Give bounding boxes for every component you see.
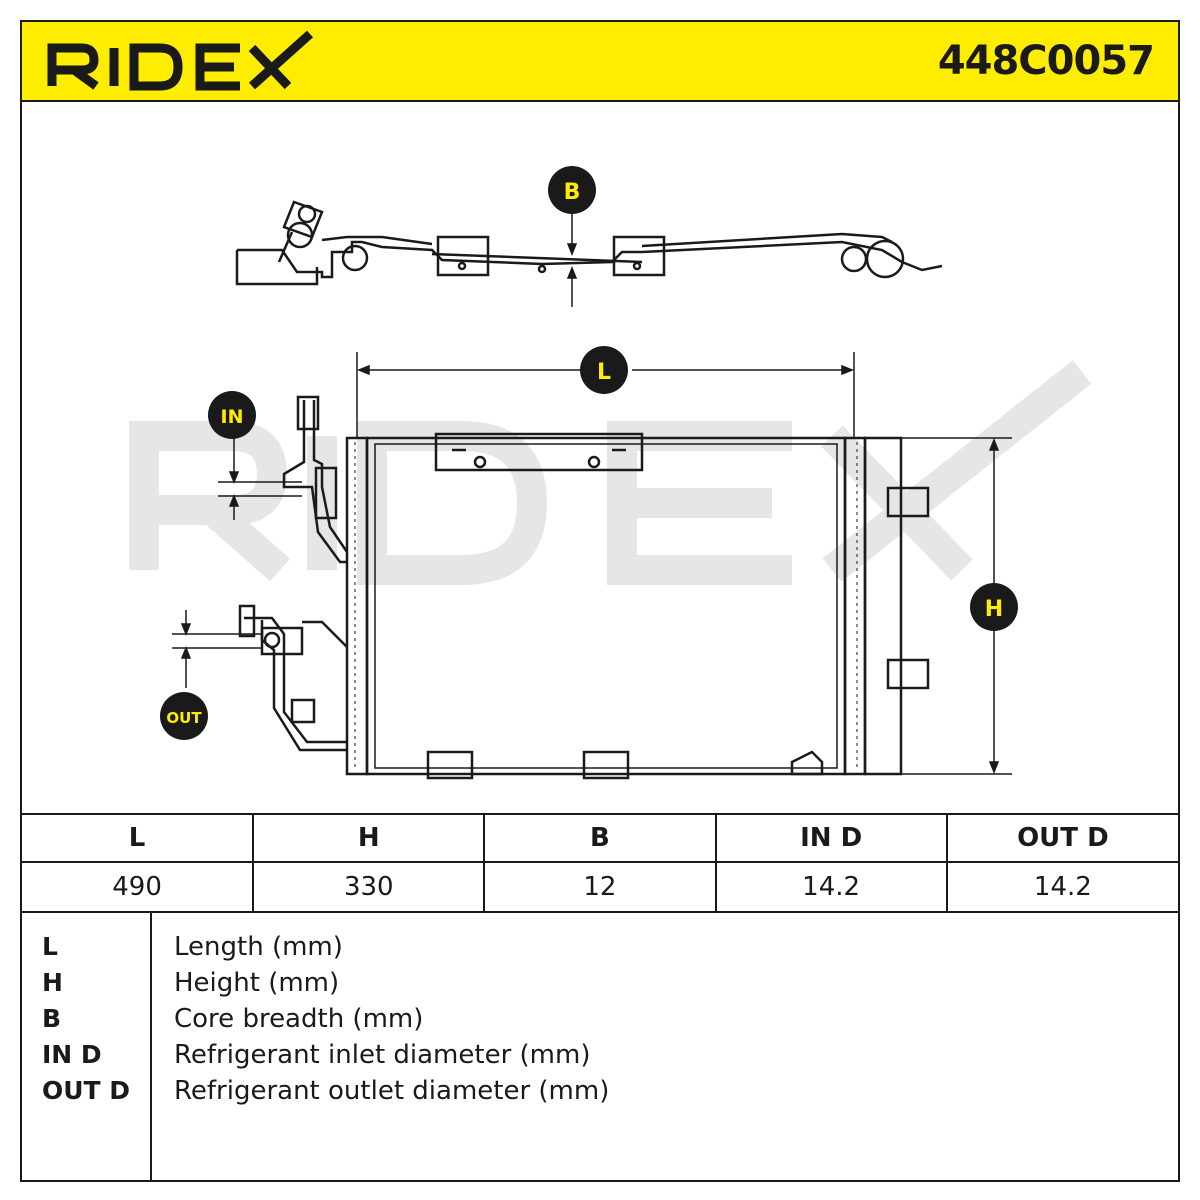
spec-table-value-row: 490 330 12 14.2 14.2	[22, 861, 1178, 913]
spec-header-in-d: IN D	[714, 813, 948, 863]
dimension-b	[566, 210, 578, 307]
label-in-marker	[208, 391, 256, 439]
ridex-logo	[47, 30, 314, 91]
legend-key: H	[42, 968, 63, 997]
header-bar: 448C0057	[22, 22, 1178, 102]
technical-drawing: B	[22, 102, 1178, 812]
label-in: IN	[221, 406, 244, 428]
dimension-h	[902, 437, 1012, 775]
legend-description: Refrigerant outlet diameter (mm)	[174, 1076, 610, 1106]
spec-value-l: 490	[22, 861, 255, 913]
label-l: L	[597, 360, 611, 385]
label-h-marker	[970, 583, 1018, 631]
legend-row: H Height (mm)	[22, 968, 1178, 1004]
legend-divider	[150, 912, 152, 1182]
legend-key: OUT D	[42, 1076, 131, 1105]
dimension-l	[356, 352, 855, 438]
spec-header-h: H	[252, 813, 486, 863]
label-out-marker	[160, 692, 208, 740]
spec-header-l: L	[22, 813, 255, 863]
dimension-out	[172, 610, 262, 688]
legend-row: B Core breadth (mm)	[22, 1004, 1178, 1040]
legend-key: B	[42, 1004, 62, 1033]
label-l-marker	[580, 346, 628, 394]
spec-table: L H B IN D OUT D 490 330 12 14.2 14.2	[22, 813, 1178, 913]
datasheet-frame: 448C0057	[20, 20, 1180, 1182]
spec-value-b: 12	[483, 861, 717, 913]
spec-value-h: 330	[252, 861, 486, 913]
front-view	[238, 395, 930, 780]
label-b-marker	[548, 166, 596, 214]
legend-description: Refrigerant inlet diameter (mm)	[174, 1040, 591, 1070]
label-h: H	[985, 597, 1003, 622]
legend-description: Height (mm)	[174, 968, 340, 998]
spec-header-out-d: OUT D	[945, 813, 1178, 863]
legend-key: IN D	[42, 1040, 102, 1069]
legend-row: OUT D Refrigerant outlet diameter (mm)	[22, 1076, 1178, 1112]
legend-key: L	[42, 932, 58, 961]
spec-header-b: B	[483, 813, 717, 863]
label-out: OUT	[166, 709, 202, 727]
spec-value-out-d: 14.2	[945, 861, 1178, 913]
label-b: B	[564, 180, 581, 205]
part-number: 448C0057	[937, 38, 1155, 84]
spec-table-header-row: L H B IN D OUT D	[22, 813, 1178, 863]
dimension-in	[218, 438, 302, 520]
legend: L Length (mm) H Height (mm) B Core bread…	[22, 912, 1178, 1182]
spec-value-in-d: 14.2	[714, 861, 948, 913]
legend-row: L Length (mm)	[22, 932, 1178, 968]
legend-description: Core breadth (mm)	[174, 1004, 424, 1034]
legend-description: Length (mm)	[174, 932, 343, 962]
top-view	[235, 200, 943, 286]
legend-row: IN D Refrigerant inlet diameter (mm)	[22, 1040, 1178, 1076]
condenser-drawing: B	[129, 166, 1092, 780]
